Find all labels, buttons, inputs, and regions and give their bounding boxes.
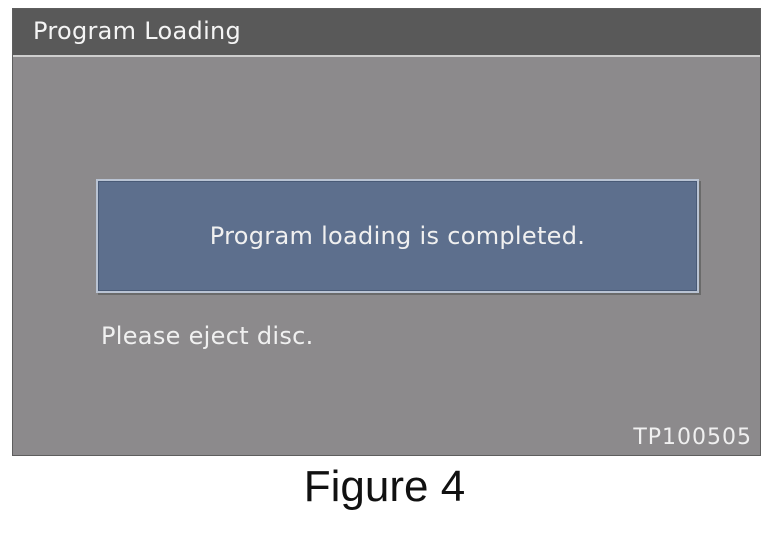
display-screen: Program Loading Program loading is compl… xyxy=(12,8,761,456)
status-message: Program loading is completed. xyxy=(209,222,586,250)
image-reference-code: TP100505 xyxy=(633,425,752,450)
title-bar: Program Loading xyxy=(13,9,760,57)
eject-instruction: Please eject disc. xyxy=(101,322,314,350)
status-message-box: Program loading is completed. xyxy=(96,179,699,293)
figure-caption: Figure 4 xyxy=(303,462,466,511)
screen-title: Program Loading xyxy=(33,17,242,45)
